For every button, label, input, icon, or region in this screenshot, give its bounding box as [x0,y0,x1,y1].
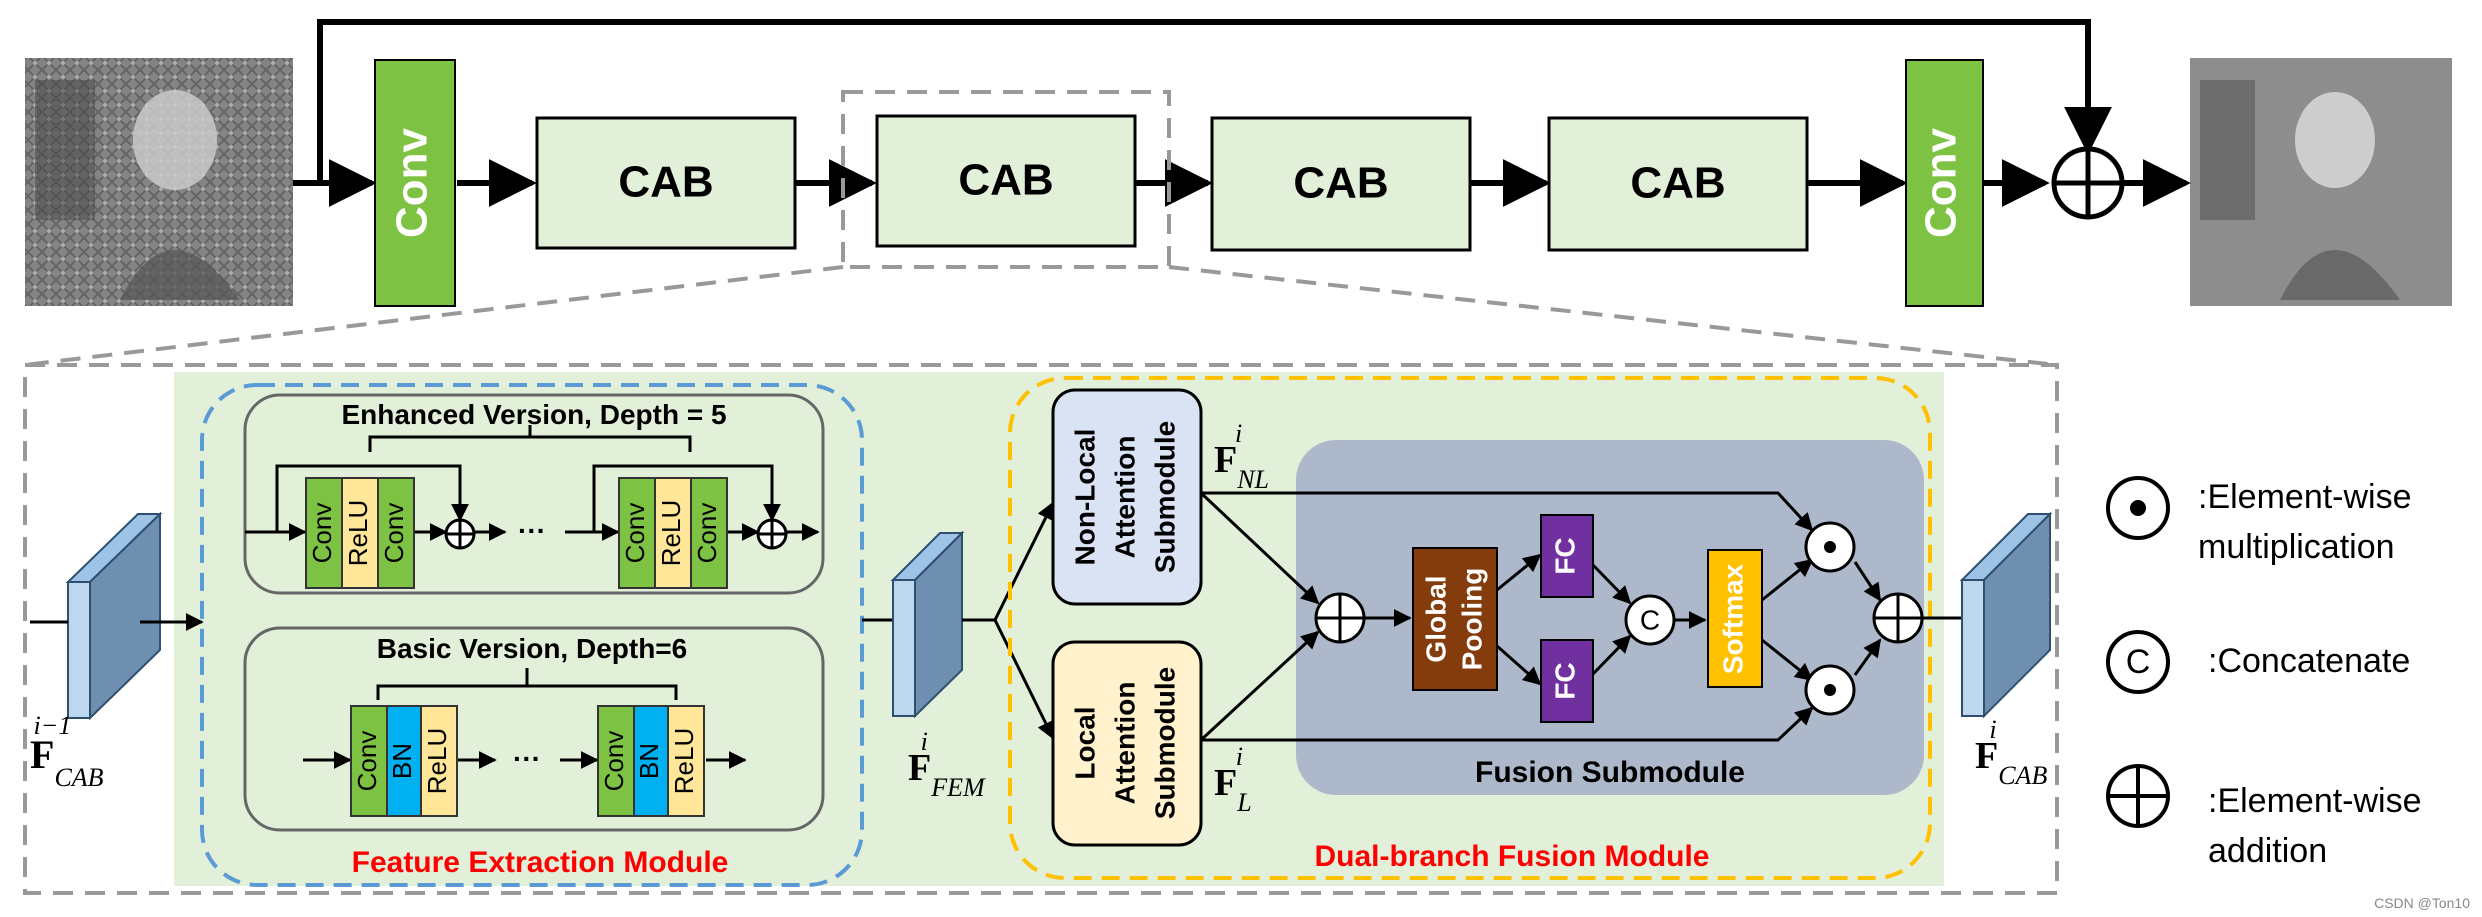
nonlocal-line3: Submodule [1149,421,1180,573]
legend: :Element-wise multiplication C :Concaten… [2106,476,2422,870]
local-submodule [1051,640,1203,847]
cab-block-4 [1547,116,1809,252]
fem-branch-arrows [962,501,1055,740]
basic-ellipsis: ··· [513,743,541,774]
basic-block-a [350,705,458,817]
mult-icon-top [1804,521,1856,573]
legend-mult-icon [2106,476,2170,540]
input-feature-cube [65,511,163,721]
enh-b-relu: ReLU [656,500,686,566]
basic-a-bn: BN [387,743,417,779]
legend-mult-line1: :Element-wise [2198,478,2412,516]
enhanced-skip-2 [592,464,781,532]
local-line2: Attention [1109,682,1140,805]
mult-icon-bottom [1804,664,1856,716]
global-pooling-block [1412,547,1498,691]
fc-bottom-label: FC [1549,662,1580,699]
fusion-add-icon [1314,592,1366,644]
conv-in-block [374,59,456,307]
output-image [2190,58,2452,306]
enhanced-block-b [618,477,728,589]
fc-block-top [1540,514,1594,598]
legend-concat-label: :Concatenate [2208,642,2410,680]
enh-a-relu: ReLU [343,500,373,566]
enhanced-add-icon-1 [444,518,476,550]
f-nl-label: FNLi [1214,419,1269,494]
conv-in-label: Conv [388,127,437,238]
enhanced-bracket [368,425,692,452]
cab-label-4: CAB [1630,159,1725,208]
legend-add-line2: addition [2208,832,2327,870]
basic-b-conv: Conv [599,731,629,792]
cab-label-3: CAB [1293,159,1388,208]
basic-b-relu: ReLU [669,728,699,794]
basic-title: Basic Version, Depth=6 [377,633,687,664]
cab-block-1 [535,116,797,250]
dual-flow-lines [1199,491,1962,742]
f-l-label: FLi [1214,742,1252,817]
final-add-icon [1872,592,1924,644]
nonlocal-submodule [1051,388,1203,606]
fc-block-bottom [1540,639,1594,723]
fusion-submodule [1296,440,1924,795]
enhanced-add-icon-2 [756,518,788,550]
cab-label-1: CAB [618,158,713,207]
enhanced-skip-1 [275,464,469,532]
output-feature-cube [1959,511,2053,719]
enh-a-conv1: Conv [307,503,337,564]
cab-detail: FCABi−1 Feature Extraction Module Enhanc… [23,363,2059,895]
cab-highlight-box [841,90,1171,269]
enh-b-conv1: Conv [620,503,650,564]
basic-block-b [597,705,705,817]
basic-bracket [376,668,678,700]
legend-add-icon [2106,764,2170,828]
nonlocal-line1: Non-Local [1069,429,1100,566]
concat-icon [1624,594,1676,646]
enh-a-conv2: Conv [379,503,409,564]
f-fem-label: FFEMi [908,727,986,802]
softmax-block [1707,549,1763,688]
enhanced-block-a [305,477,415,589]
legend-concat-icon [2106,630,2170,694]
cab-label-2: CAB [958,156,1053,205]
conv-out-block [1905,59,1984,307]
fem-feature-cube [890,530,965,719]
enh-b-conv2: Conv [692,503,722,564]
pooling-line2: Pooling [1456,568,1487,671]
skip-connection-line [317,19,2112,183]
dual-title: Dual-branch Fusion Module [1315,840,1710,873]
f-out-label: FCABi [1975,715,2047,790]
softmax-label: Softmax [1717,563,1748,674]
zoom-lines [24,265,2058,367]
input-image [25,58,293,306]
basic-a-conv: Conv [352,731,382,792]
fem-title: Feature Extraction Module [352,846,729,879]
top-pipeline: Conv CAB CAB CAB CAB Conv [25,19,2452,307]
local-line1: Local [1069,706,1100,779]
local-line3: Submodule [1149,667,1180,819]
basic-a-relu: ReLU [422,728,452,794]
cab-block-2 [875,114,1137,248]
cab-block-3 [1210,116,1472,252]
concat-icon-label: C [1640,604,1660,635]
legend-add-line1: :Element-wise [2208,782,2422,820]
fusion-title: Fusion Submodule [1475,756,1745,789]
enhanced-ellipsis: ··· [518,515,546,546]
fem-frame [200,383,864,887]
f-in-label: FCABi−1 [30,711,104,792]
dual-frame [1008,376,1932,880]
top-addition-icon [2051,146,2125,220]
enhanced-title: Enhanced Version, Depth = 5 [341,399,726,430]
legend-mult-line2: multiplication [2198,528,2395,566]
conv-out-label: Conv [1917,127,1966,238]
pooling-line1: Global [1420,575,1451,662]
nonlocal-line2: Attention [1109,436,1140,559]
legend-concat-symbol: C [2126,643,2151,681]
fc-top-label: FC [1549,537,1580,574]
basic-b-bn: BN [634,743,664,779]
watermark: CSDN @Ton10 [2374,895,2470,911]
